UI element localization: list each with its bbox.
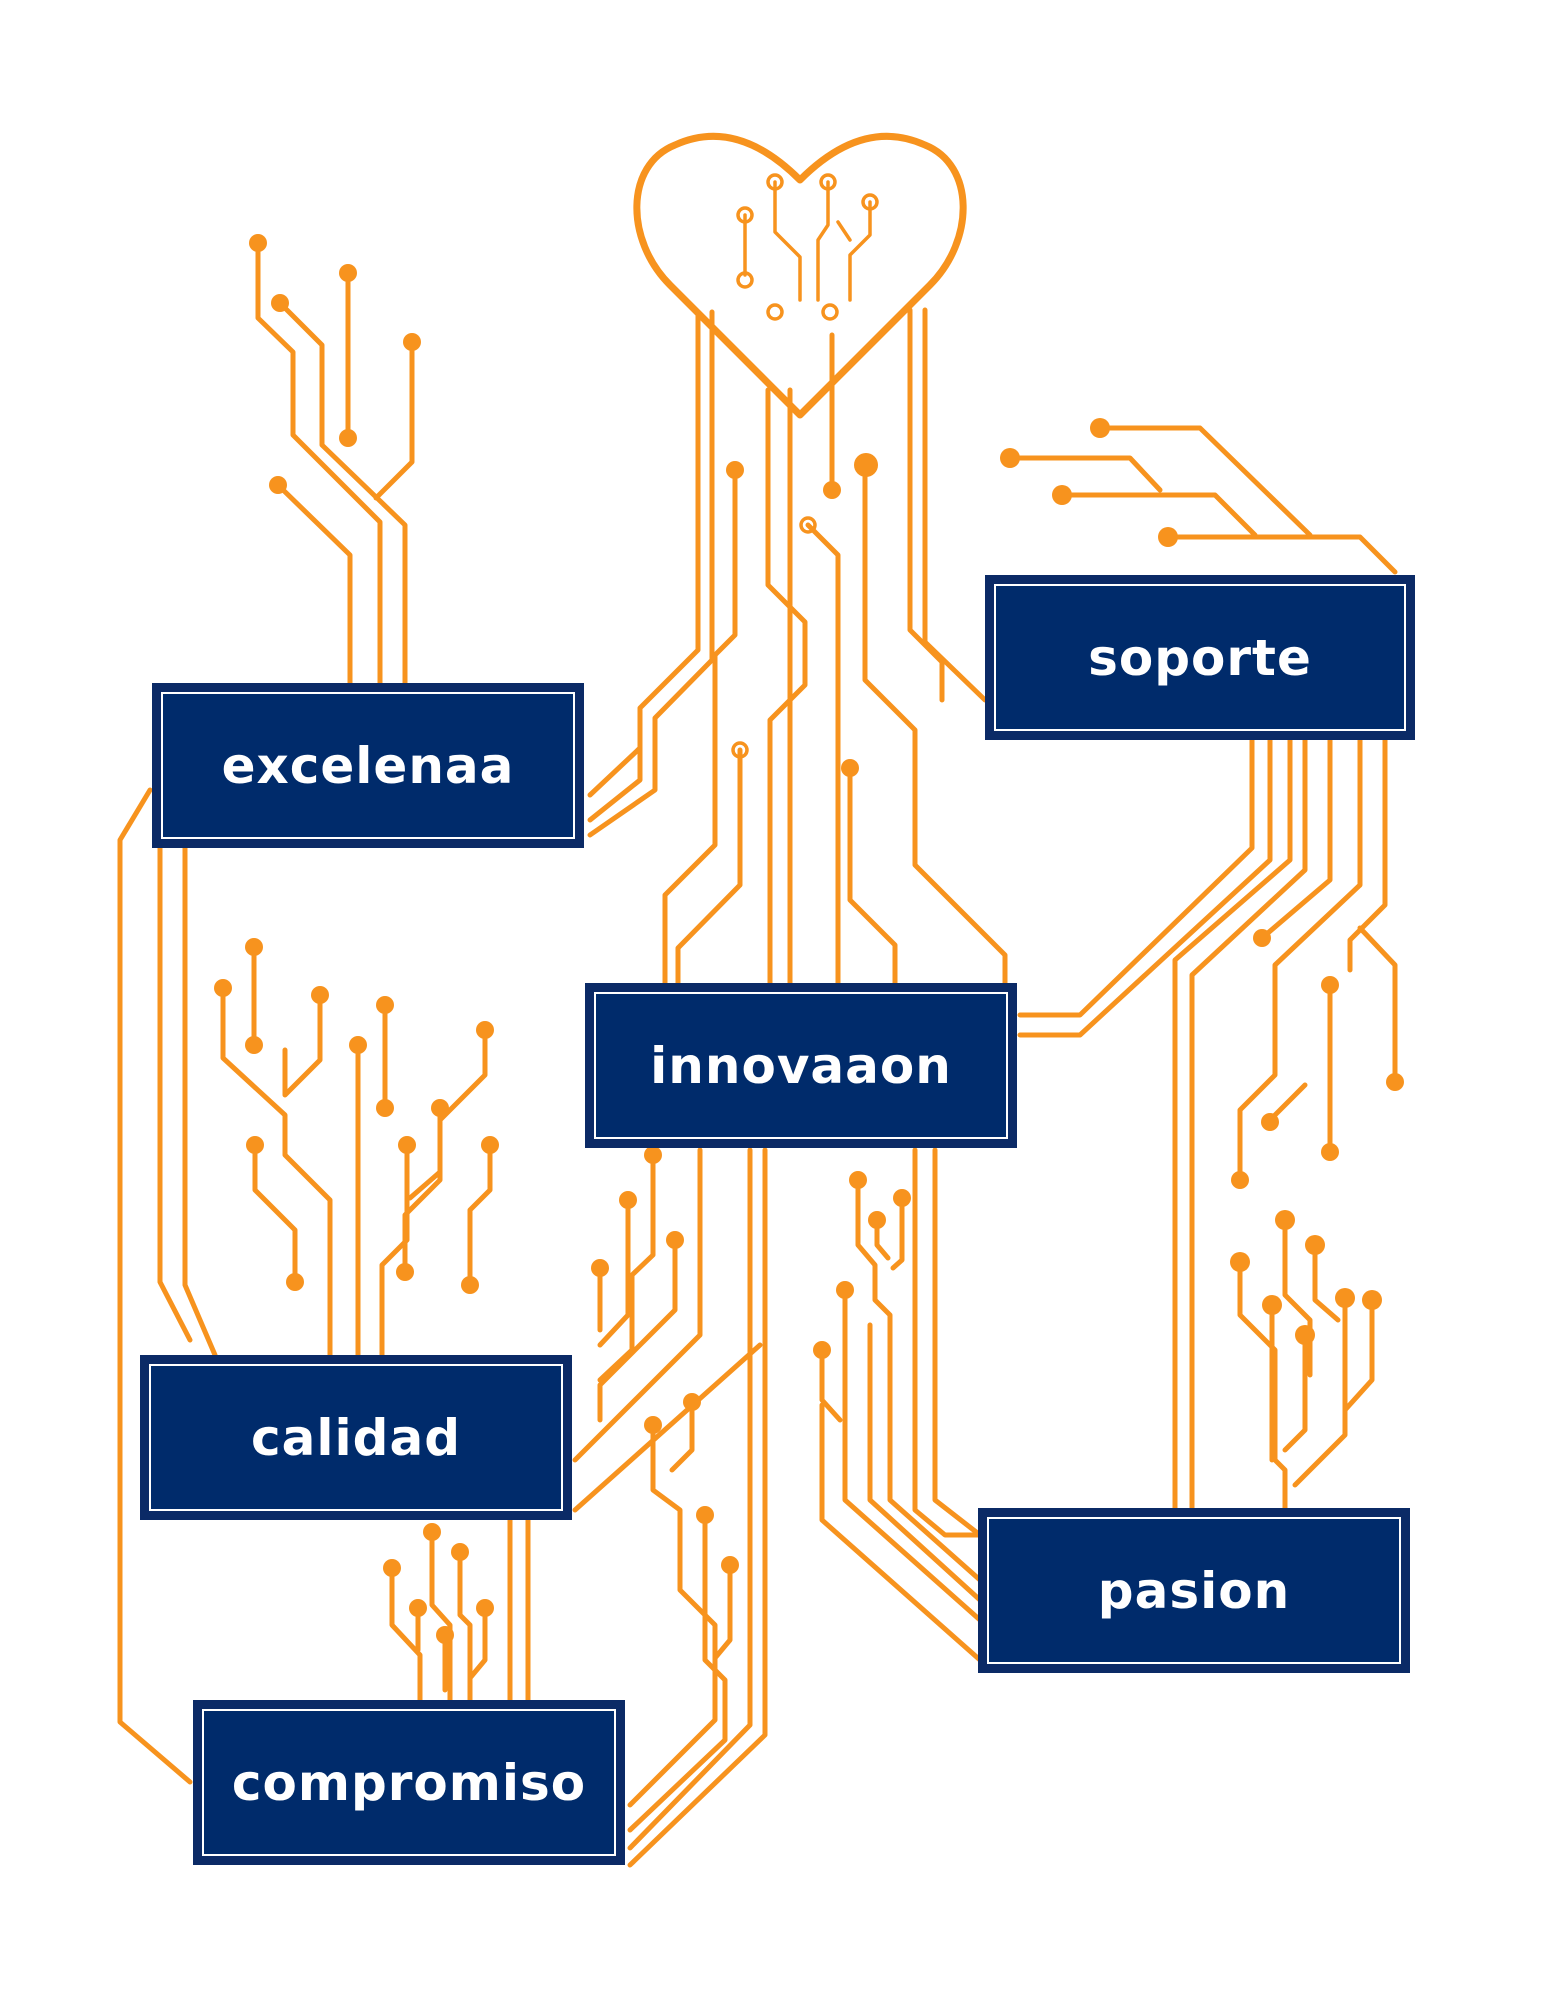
node-label-excelencia: excelenaa [221,736,515,795]
heart-wires [587,307,1008,988]
node-innovacion: innovaaon [585,983,1017,1148]
node-calidad: calidad [140,1355,572,1520]
soporte-antenna-wires [1000,418,1398,575]
left-frame-wires [117,715,643,1785]
node-excelencia: excelenaa [152,683,584,848]
heart-outline [633,132,967,419]
node-label-compromiso: compromiso [231,1753,587,1812]
excelencia-antenna-wires [249,234,421,693]
node-label-soporte: soporte [1088,628,1312,687]
calidad-antenna-wires [214,938,499,1378]
node-label-pasion: pasion [1097,1561,1291,1620]
soporte-down-wires [1017,737,1404,1513]
heart-circuit-icon [633,132,967,419]
compromiso-antenna-wires [383,1517,531,1708]
node-label-calidad: calidad [251,1408,461,1467]
node-label-innovacion: innovaaon [650,1036,952,1095]
node-soporte: soporte [985,575,1415,740]
node-pasion: pasion [978,1508,1410,1673]
innovacion-down-right-wires [813,1147,983,1663]
node-compromiso: compromiso [193,1700,625,1865]
pasion-antenna-wires [1230,1210,1382,1513]
innovacion-down-left-wires [572,1146,768,1868]
